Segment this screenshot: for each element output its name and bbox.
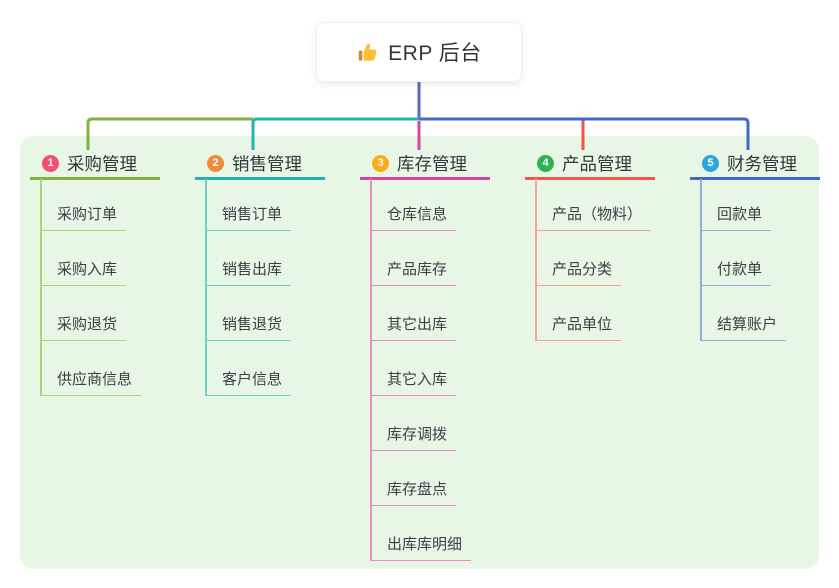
children-connector-line (535, 179, 537, 340)
child-node[interactable]: 销售订单 (205, 203, 292, 231)
child-node[interactable]: 客户信息 (205, 368, 292, 396)
children-connector-line (205, 179, 207, 395)
branch-label: 采购管理 (67, 154, 137, 174)
branch-number-badge: 4 (537, 155, 554, 172)
child-node[interactable]: 销售出库 (205, 258, 292, 286)
child-node[interactable]: 其它入库 (370, 368, 457, 396)
branch-number-badge: 1 (42, 155, 59, 172)
branch-label: 库存管理 (397, 154, 467, 174)
branch-header-5[interactable]: 5 财务管理 (690, 150, 820, 180)
branch-number-badge: 2 (207, 155, 224, 172)
child-node[interactable]: 采购入库 (40, 258, 127, 286)
branch-label: 财务管理 (727, 154, 797, 174)
branch-label: 产品管理 (562, 154, 632, 174)
root-node[interactable]: ERP 后台 (316, 22, 522, 82)
branch-number-badge: 5 (702, 155, 719, 172)
child-node[interactable]: 产品分类 (535, 258, 622, 286)
child-node[interactable]: 其它出库 (370, 313, 457, 341)
child-node[interactable]: 回款单 (700, 203, 772, 231)
branch-header-3[interactable]: 3 库存管理 (360, 150, 490, 180)
child-node[interactable]: 库存盘点 (370, 478, 457, 506)
thumbs-up-icon (356, 41, 379, 64)
child-node[interactable]: 出库库明细 (370, 533, 472, 561)
branch-number-badge: 3 (372, 155, 389, 172)
children-connector-line (700, 179, 702, 340)
children-connector-line (370, 179, 372, 560)
child-node[interactable]: 采购订单 (40, 203, 127, 231)
child-node[interactable]: 产品库存 (370, 258, 457, 286)
branch-header-4[interactable]: 4 产品管理 (525, 150, 655, 180)
child-node[interactable]: 付款单 (700, 258, 772, 286)
child-node[interactable]: 仓库信息 (370, 203, 457, 231)
child-node[interactable]: 产品（物料） (535, 203, 652, 231)
child-node[interactable]: 采购退货 (40, 313, 127, 341)
child-node[interactable]: 供应商信息 (40, 368, 142, 396)
child-node[interactable]: 销售退货 (205, 313, 292, 341)
branch-header-1[interactable]: 1 采购管理 (30, 150, 160, 180)
child-node[interactable]: 结算账户 (700, 313, 787, 341)
child-node[interactable]: 产品单位 (535, 313, 622, 341)
root-label: ERP 后台 (388, 42, 482, 65)
branch-label: 销售管理 (232, 154, 302, 174)
child-node[interactable]: 库存调拨 (370, 423, 457, 451)
branch-header-2[interactable]: 2 销售管理 (195, 150, 325, 180)
children-connector-line (40, 179, 42, 395)
branches-panel (20, 136, 819, 569)
